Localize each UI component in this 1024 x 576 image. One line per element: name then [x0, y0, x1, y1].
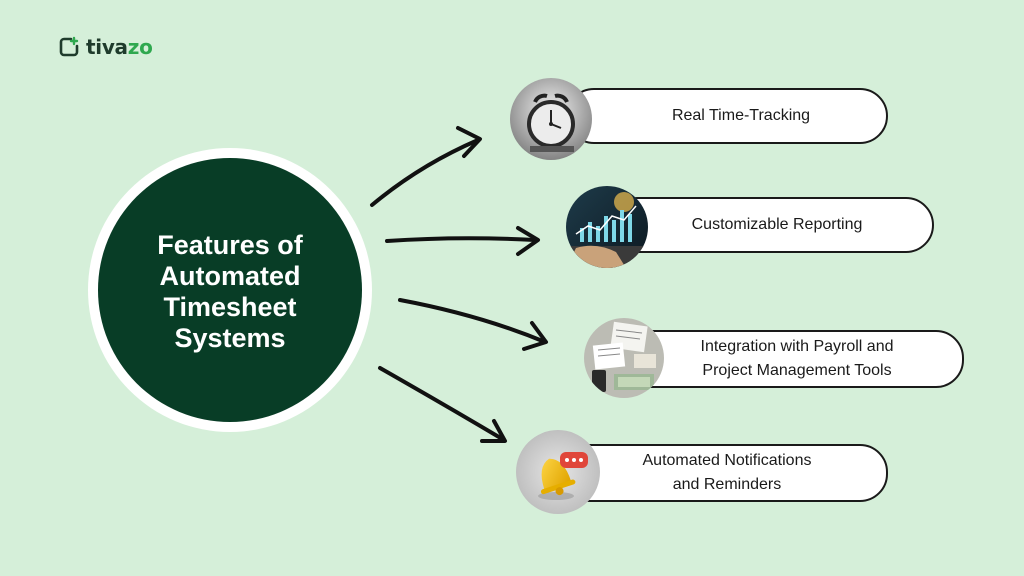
feature-label: Automated Notifications and Reminders — [642, 452, 812, 493]
notification-bell-icon — [516, 430, 600, 514]
feature-label: Customizable Reporting — [691, 216, 863, 233]
arrowhead-1 — [456, 126, 482, 158]
arrowhead-3 — [522, 321, 548, 351]
alarm-clock-icon — [510, 78, 592, 160]
analytics-chart-icon — [566, 186, 648, 268]
brand-name: tivazo — [86, 35, 153, 59]
arrow-to-feature-1 — [370, 138, 480, 207]
feature-pill-customizable-reporting: Customizable Reporting — [610, 197, 934, 253]
feature-label: Real Time-Tracking — [671, 107, 811, 124]
hub-title: Features of Automated Timesheet Systems — [157, 230, 303, 353]
arrow-to-feature-4 — [378, 366, 506, 442]
feature-pill-real-time-tracking: Real Time-Tracking — [566, 88, 888, 144]
hub-circle: Features of Automated Timesheet Systems — [98, 158, 362, 422]
arrow-to-feature-3 — [398, 298, 547, 344]
brand-logo: tivazo — [58, 35, 153, 59]
central-hub: Features of Automated Timesheet Systems — [88, 148, 372, 432]
arrowhead-4 — [480, 419, 507, 443]
feature-label: Integration with Payroll and Project Man… — [700, 338, 894, 379]
feature-pill-payroll-integration: Integration with Payroll and Project Man… — [620, 330, 964, 388]
arrow-to-feature-2 — [385, 236, 537, 243]
logo-mark-icon — [59, 36, 79, 57]
arrowhead-2 — [516, 226, 540, 256]
payroll-documents-icon — [584, 318, 664, 398]
feature-pill-notifications: Automated Notifications and Reminders — [560, 444, 888, 502]
